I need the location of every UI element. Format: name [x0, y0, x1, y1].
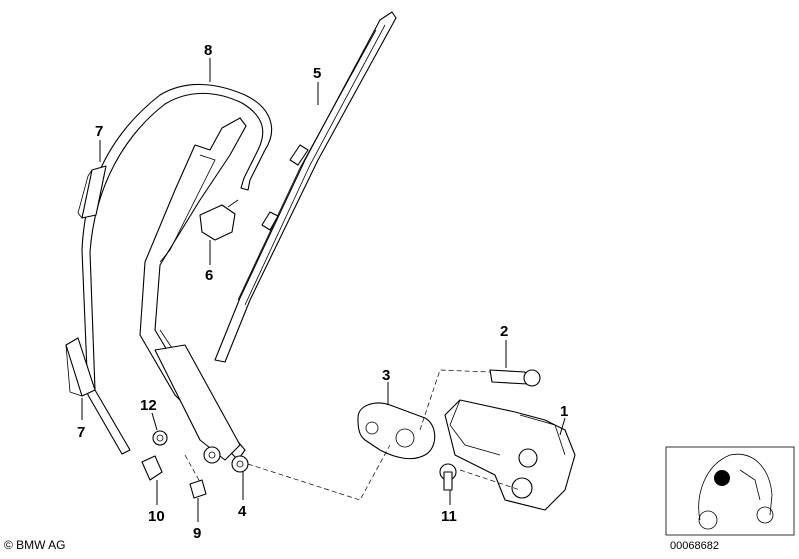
callout-12: 12 [140, 397, 157, 414]
sleeve-part-7-bottom [65, 337, 96, 397]
callout-3: 3 [382, 367, 390, 384]
bolt-part-11 [439, 463, 457, 491]
copyright-notice: © BMW AG [4, 538, 66, 552]
cover-plate-part-3 [357, 402, 436, 460]
callout-5: 5 [313, 65, 321, 82]
nozzle-part-6 [199, 199, 239, 241]
callout-7-bottom: 7 [77, 424, 85, 441]
callout-7-top: 7 [95, 123, 103, 140]
vehicle-inset [665, 446, 795, 536]
motor-part-1 [444, 399, 576, 511]
bolt-part-2 [489, 369, 541, 387]
callout-6: 6 [205, 267, 213, 284]
nut-part-12 [152, 430, 168, 446]
cap-part-9 [189, 479, 207, 499]
callout-10: 10 [148, 508, 165, 525]
location-marker-icon [714, 470, 730, 486]
callout-8: 8 [204, 42, 212, 59]
hose-part-8 [81, 83, 273, 455]
callout-labels: 1 2 3 4 5 6 7 7 8 9 10 11 12 [77, 42, 568, 542]
callout-1: 1 [560, 403, 568, 420]
wiper-blade-part-5 [214, 11, 397, 363]
sleeve-part-7-top [77, 165, 107, 219]
callout-2: 2 [500, 323, 508, 340]
leader-lines [81, 58, 566, 522]
assembly-lines [184, 369, 521, 501]
document-number: 00068682 [670, 540, 719, 552]
callout-11: 11 [441, 508, 457, 525]
callout-9: 9 [193, 525, 201, 542]
callout-4: 4 [238, 503, 247, 520]
cap-part-10 [141, 455, 163, 481]
wiper-arm [139, 117, 249, 473]
